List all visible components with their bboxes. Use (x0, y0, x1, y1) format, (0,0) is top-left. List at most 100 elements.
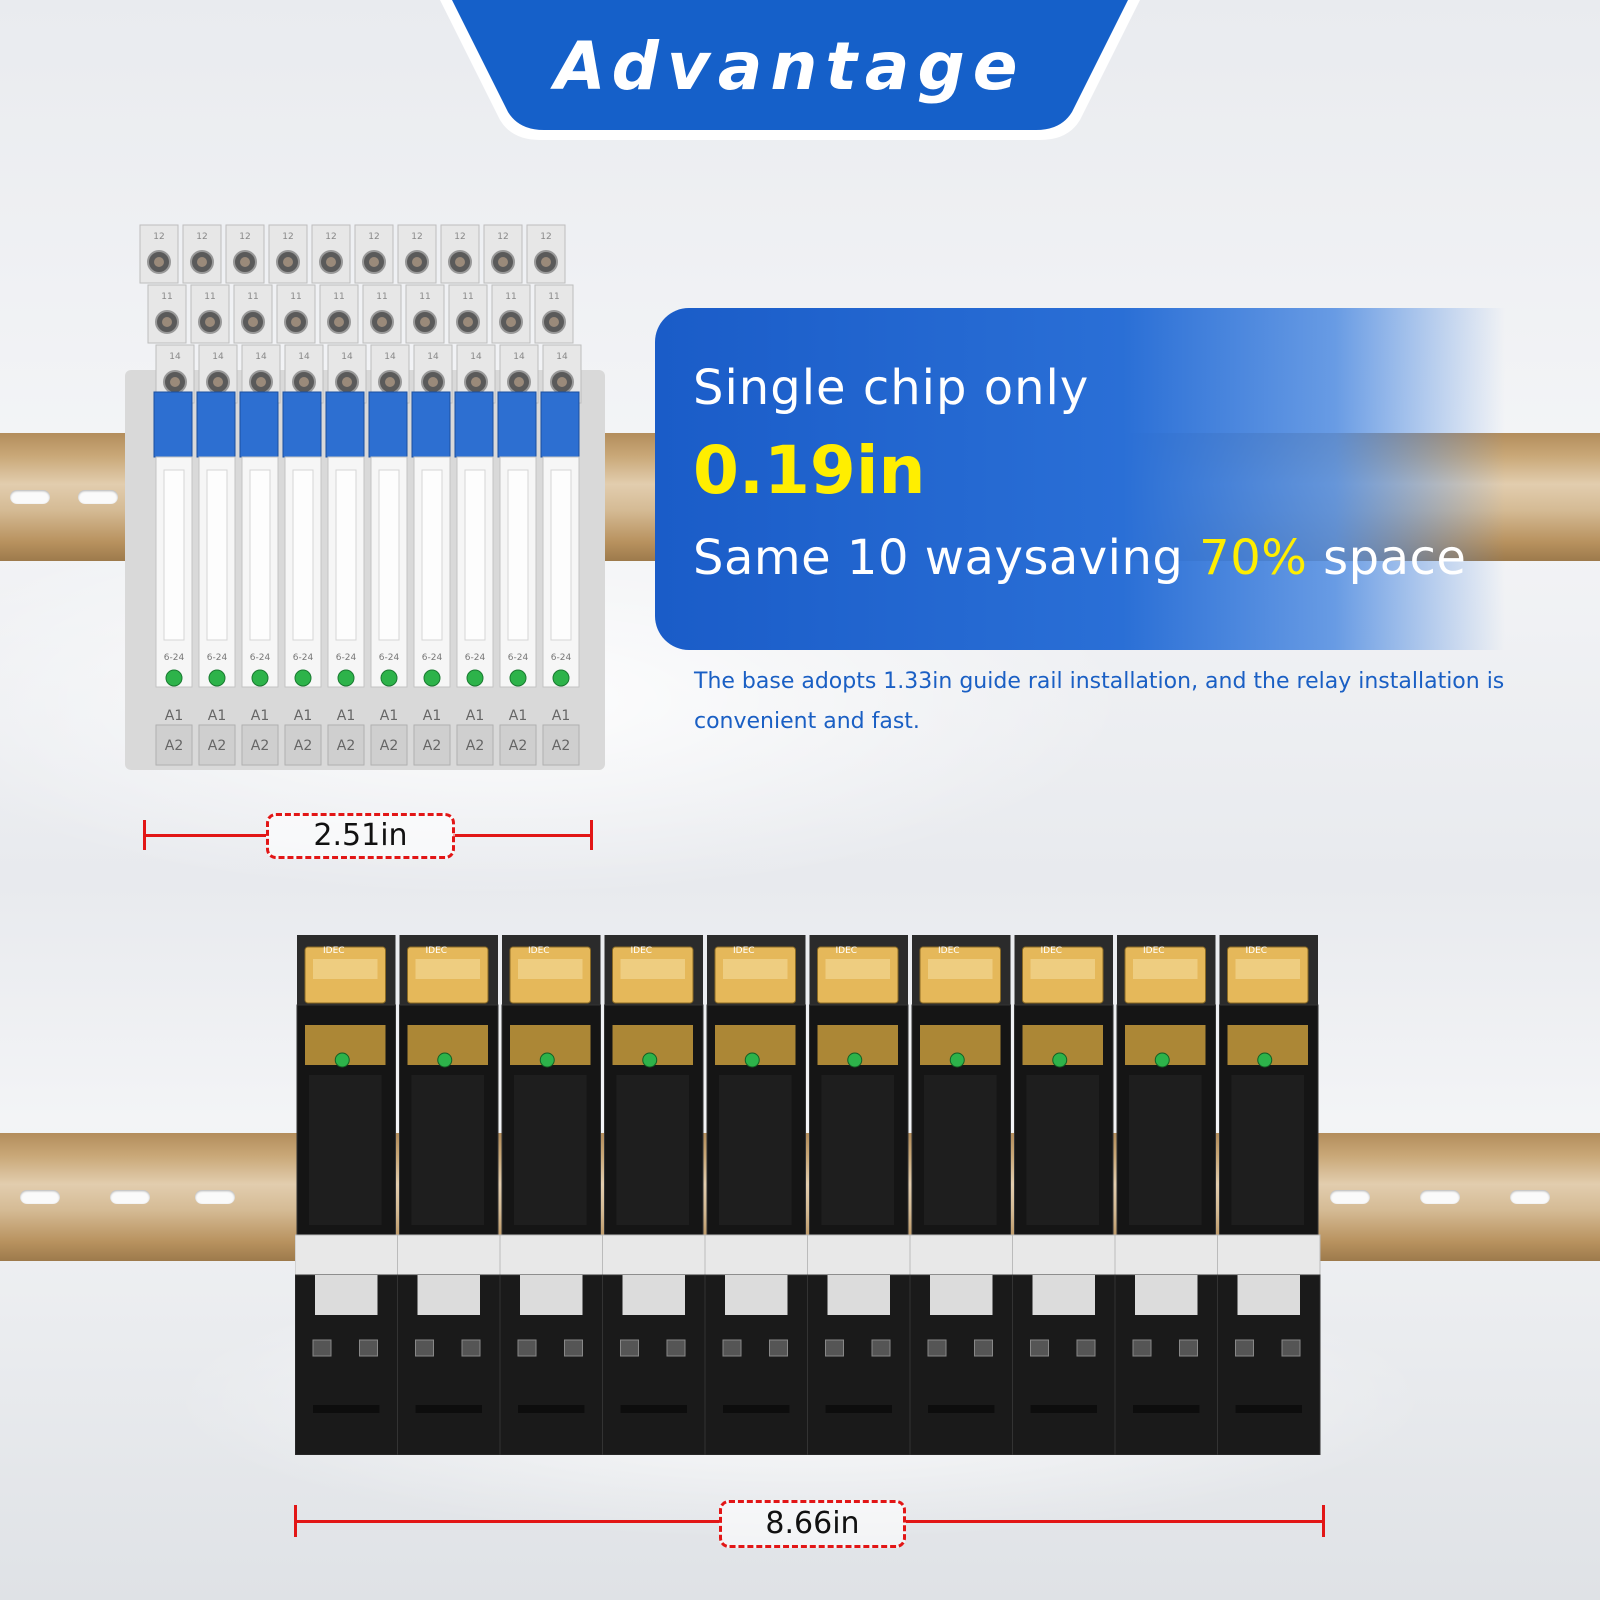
svg-text:IDEC: IDEC (733, 946, 755, 956)
svg-text:IDEC: IDEC (1143, 946, 1165, 956)
svg-text:IDEC: IDEC (528, 946, 550, 956)
svg-text:12: 12 (368, 232, 379, 242)
svg-text:11: 11 (462, 292, 473, 302)
svg-text:IDEC: IDEC (1246, 946, 1268, 956)
svg-text:14: 14 (212, 352, 224, 362)
svg-text:12: 12 (454, 232, 465, 242)
svg-text:6-24: 6-24 (551, 653, 572, 663)
svg-text:12: 12 (196, 232, 207, 242)
svg-text:14: 14 (556, 352, 568, 362)
svg-text:A1: A1 (294, 708, 312, 724)
svg-text:A1: A1 (466, 708, 484, 724)
svg-text:14: 14 (384, 352, 396, 362)
svg-text:IDEC: IDEC (426, 946, 448, 956)
svg-text:11: 11 (204, 292, 215, 302)
svg-text:14: 14 (513, 352, 525, 362)
svg-text:6-24: 6-24 (250, 653, 271, 663)
svg-text:11: 11 (290, 292, 301, 302)
svg-text:6-24: 6-24 (422, 653, 443, 663)
svg-text:12: 12 (325, 232, 336, 242)
svg-text:A2: A2 (165, 738, 183, 754)
svg-text:A2: A2 (552, 738, 570, 754)
svg-text:11: 11 (548, 292, 559, 302)
svg-text:6-24: 6-24 (293, 653, 314, 663)
svg-text:14: 14 (298, 352, 310, 362)
standard-relay: IDEC (295, 935, 398, 1455)
page-title: Advantage (554, 28, 1026, 105)
svg-text:IDEC: IDEC (323, 946, 345, 956)
header-banner (440, 0, 1140, 140)
svg-text:12: 12 (239, 232, 250, 242)
svg-text:14: 14 (255, 352, 267, 362)
svg-text:14: 14 (427, 352, 439, 362)
info-width-value: 0.19in (693, 432, 926, 509)
svg-text:11: 11 (419, 292, 430, 302)
standard-relay: IDEC (807, 935, 911, 1455)
svg-text:A2: A2 (337, 738, 355, 754)
saving-percent: 70% (1199, 530, 1308, 586)
svg-text:A2: A2 (509, 738, 527, 754)
svg-text:11: 11 (376, 292, 387, 302)
svg-text:11: 11 (247, 292, 258, 302)
svg-text:14: 14 (470, 352, 482, 362)
svg-text:A1: A1 (208, 708, 226, 724)
standard-relay: IDEC (909, 935, 1013, 1455)
svg-text:12: 12 (540, 232, 551, 242)
svg-text:11: 11 (333, 292, 344, 302)
svg-text:12: 12 (282, 232, 293, 242)
svg-text:A1: A1 (165, 708, 183, 724)
standard-relay: IDEC (1217, 935, 1321, 1455)
svg-text:IDEC: IDEC (1041, 946, 1063, 956)
svg-text:12: 12 (153, 232, 164, 242)
svg-text:IDEC: IDEC (836, 946, 858, 956)
svg-text:12: 12 (497, 232, 508, 242)
svg-text:6-24: 6-24 (379, 653, 400, 663)
svg-text:A1: A1 (423, 708, 441, 724)
svg-text:A2: A2 (380, 738, 398, 754)
info-heading: Single chip only (693, 360, 1090, 416)
svg-text:6-24: 6-24 (164, 653, 185, 663)
dimension-top-label: 2.51in (266, 813, 455, 859)
installation-note: The base adopts 1.33in guide rail instal… (694, 669, 1505, 734)
standard-relay: IDEC (602, 935, 706, 1455)
info-panel (655, 308, 1505, 650)
svg-text:IDEC: IDEC (938, 946, 960, 956)
svg-text:14: 14 (341, 352, 353, 362)
svg-text:A1: A1 (251, 708, 269, 724)
svg-text:A1: A1 (337, 708, 355, 724)
svg-text:A2: A2 (208, 738, 226, 754)
standard-relay: IDEC (704, 935, 808, 1455)
svg-text:6-24: 6-24 (465, 653, 486, 663)
svg-text:A2: A2 (251, 738, 269, 754)
svg-text:A2: A2 (423, 738, 441, 754)
svg-text:A1: A1 (552, 708, 570, 724)
svg-text:A2: A2 (466, 738, 484, 754)
standard-relay: IDEC (499, 935, 603, 1455)
standard-relay-module: IDEC IDEC IDEC IDEC IDEC IDEC IDEC IDEC IDEC IDEC (295, 935, 1321, 1455)
svg-text:6-24: 6-24 (508, 653, 529, 663)
standard-relay: IDEC (397, 935, 501, 1455)
svg-text:11: 11 (505, 292, 516, 302)
svg-text:IDEC: IDEC (631, 946, 653, 956)
svg-text:6-24: 6-24 (207, 653, 228, 663)
svg-text:14: 14 (169, 352, 181, 362)
svg-text:12: 12 (411, 232, 422, 242)
dimension-bottom-label: 8.66in (719, 1500, 906, 1548)
svg-text:A2: A2 (294, 738, 312, 754)
svg-text:11: 11 (161, 292, 172, 302)
info-saving-text: Same 10 waysaving 70% space (693, 530, 1467, 586)
standard-relay: IDEC (1012, 935, 1116, 1455)
svg-text:A1: A1 (509, 708, 527, 724)
svg-text:A1: A1 (380, 708, 398, 724)
svg-text:6-24: 6-24 (336, 653, 357, 663)
